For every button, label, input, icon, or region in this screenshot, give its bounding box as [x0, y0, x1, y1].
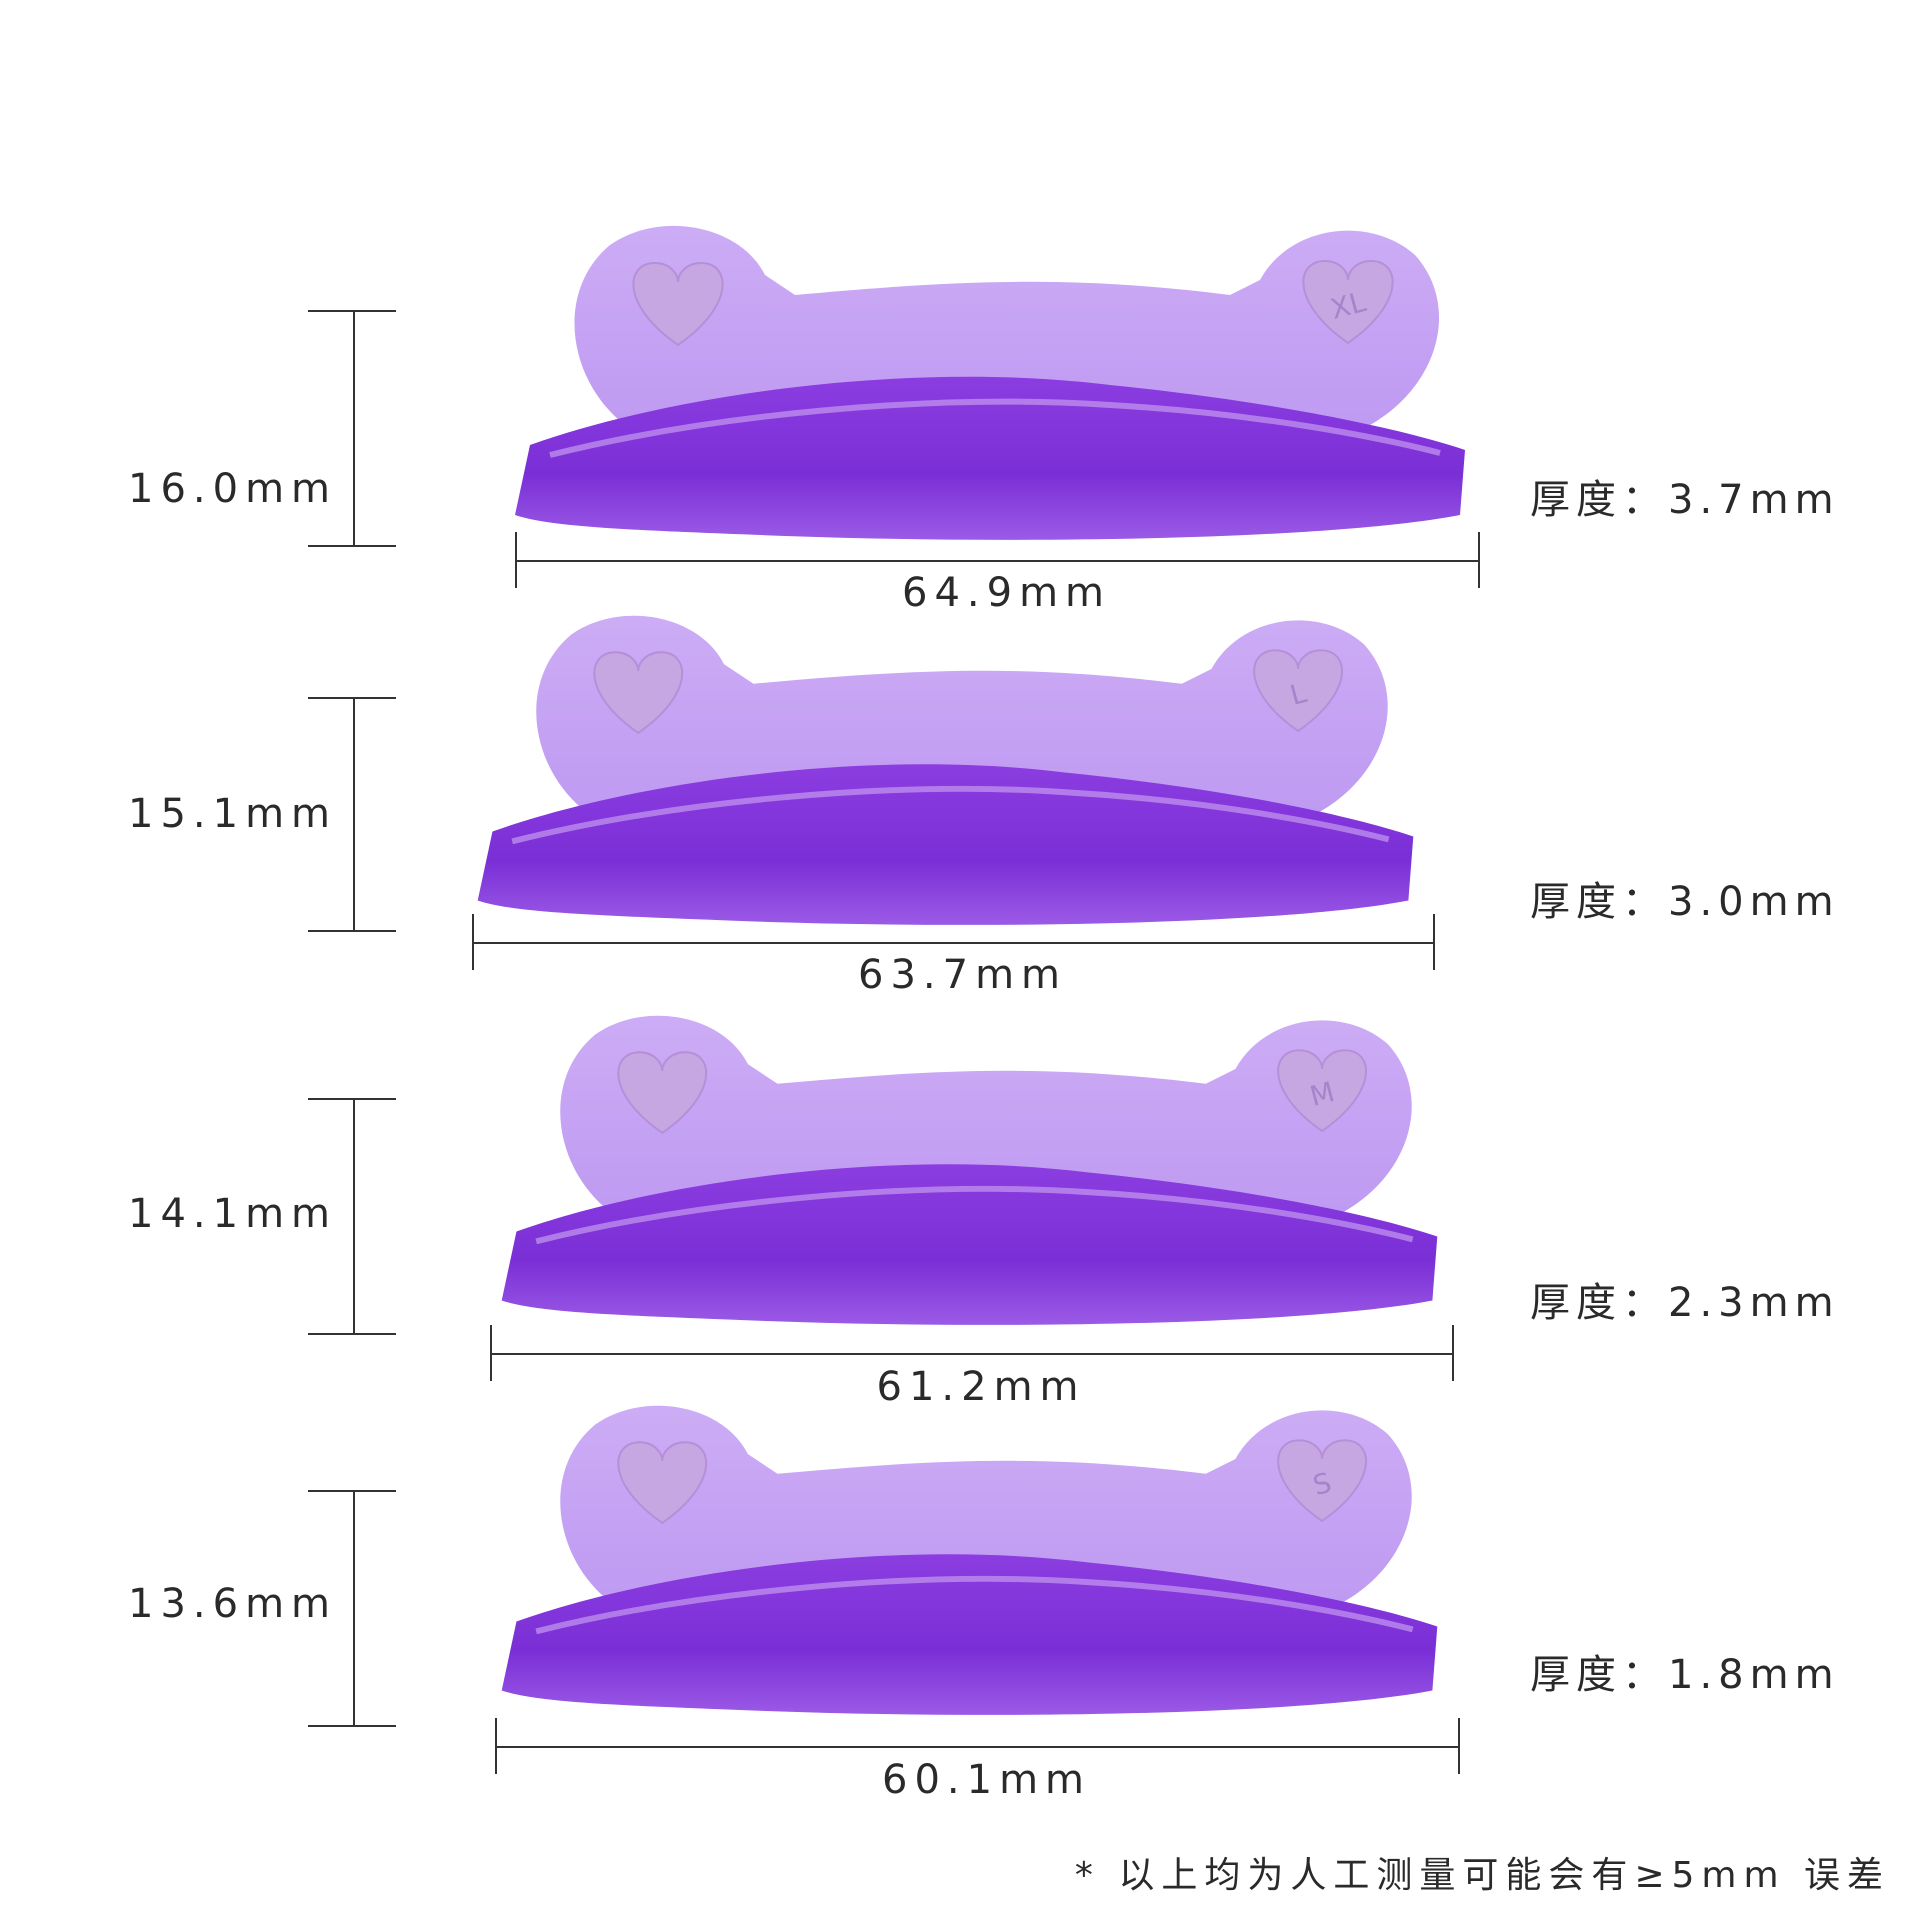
width-dimension-cap [1433, 914, 1435, 970]
width-dimension-cap [1452, 1325, 1454, 1381]
heart-icon [632, 261, 724, 347]
height-dimension-line [353, 310, 355, 545]
height-dimension-cap [308, 1490, 396, 1492]
height-dimension-cap [308, 310, 396, 312]
width-dimension-cap [495, 1718, 497, 1774]
width-dimension-line [515, 560, 1478, 562]
heart-icon [617, 1051, 707, 1135]
height-dimension-line [353, 1098, 355, 1333]
width-dimension-line [495, 1746, 1458, 1748]
thickness-label: 厚度：2.3mm [1530, 1280, 1840, 1326]
width-dimension-line [472, 942, 1433, 944]
heart-icon [1253, 649, 1343, 733]
heart-icon [1277, 1439, 1367, 1523]
height-dimension-cap [308, 545, 396, 547]
height-label: 13.6mm [128, 1581, 337, 1627]
height-dimension-cap [308, 930, 396, 932]
lash-pad-m: M [501, 1015, 1438, 1325]
width-dimension-cap [1458, 1718, 1460, 1774]
height-dimension-cap [308, 697, 396, 699]
width-dimension-cap [490, 1325, 492, 1381]
height-dimension-cap [308, 1725, 396, 1727]
heart-icon [1277, 1049, 1367, 1133]
height-dimension-line [353, 1490, 355, 1725]
pad-highlight [535, 1185, 1414, 1245]
width-label: 61.2mm [876, 1364, 1086, 1410]
height-label: 14.1mm [128, 1191, 337, 1237]
lash-pad-xl: XL [515, 225, 1465, 540]
height-label: 15.1mm [128, 791, 337, 837]
height-dimension-line [353, 697, 355, 930]
thickness-label: 厚度：3.0mm [1530, 879, 1840, 925]
pad-highlight [549, 398, 1441, 458]
width-label: 64.9mm [902, 570, 1111, 616]
pad-highlight [535, 1575, 1414, 1635]
height-dimension-cap [308, 1333, 396, 1335]
width-label: 60.1mm [882, 1757, 1091, 1803]
heart-icon [593, 651, 683, 735]
height-label: 16.0mm [128, 466, 337, 512]
width-label: 63.7mm [858, 952, 1067, 998]
thickness-label: 厚度：3.7mm [1530, 477, 1840, 523]
width-dimension-cap [1478, 532, 1480, 588]
heart-icon [617, 1441, 707, 1525]
thickness-label: 厚度：1.8mm [1530, 1652, 1840, 1698]
lash-pad-l: L [477, 615, 1414, 925]
footnote: * 以上均为人工测量可能会有≥5mm 误差 [1074, 1855, 1890, 1896]
lash-pad-s: S [501, 1405, 1438, 1715]
pad-highlight [511, 785, 1390, 845]
height-dimension-cap [308, 1098, 396, 1100]
width-dimension-line [490, 1353, 1452, 1355]
width-dimension-cap [472, 914, 474, 970]
heart-icon [1302, 259, 1394, 345]
width-dimension-cap [515, 532, 517, 588]
